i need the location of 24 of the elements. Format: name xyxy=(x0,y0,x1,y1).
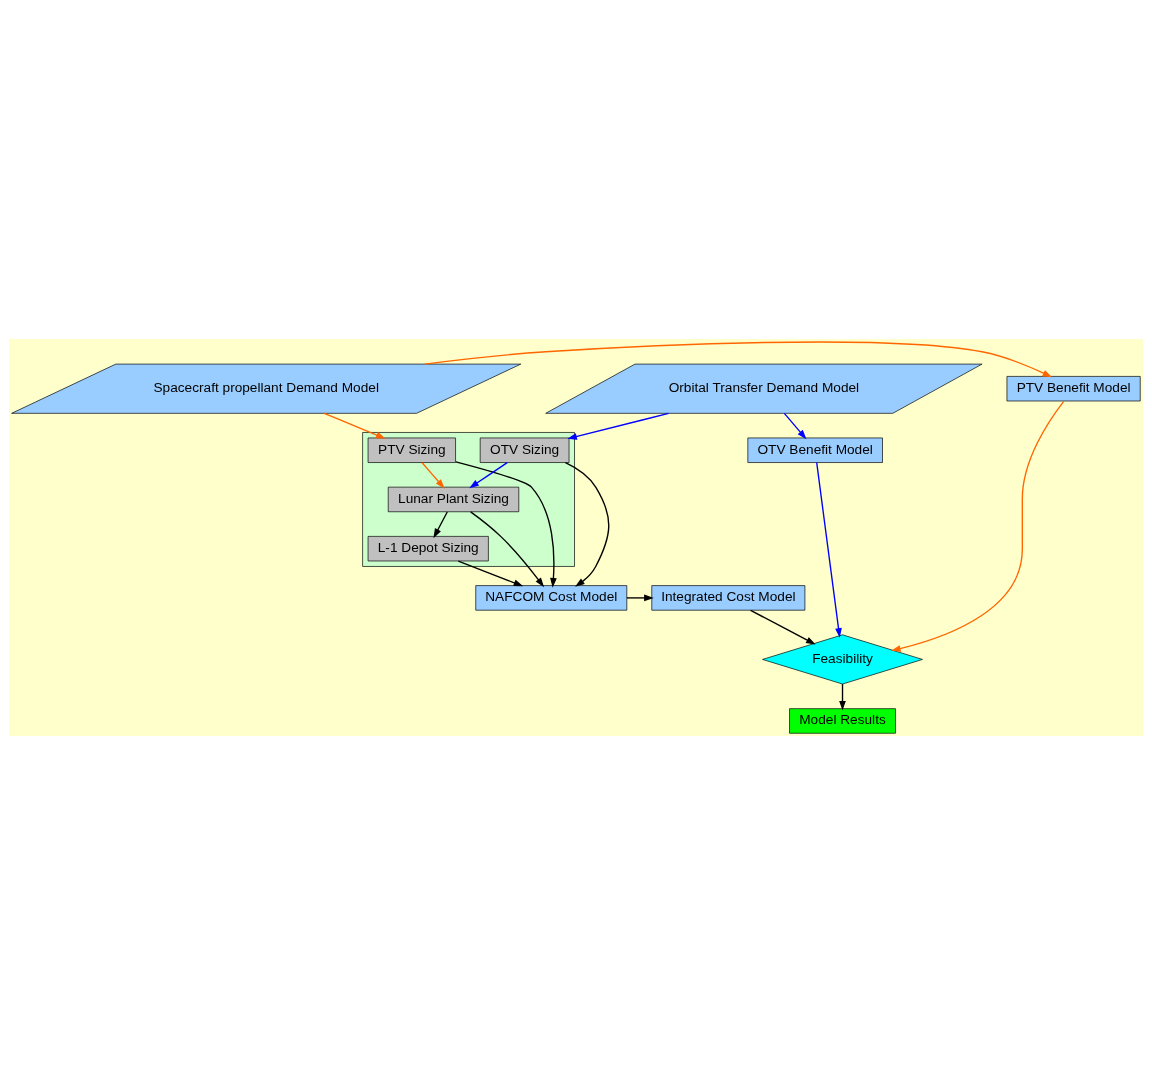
node-box: PTV Sizing xyxy=(367,437,456,463)
arrow xyxy=(891,400,1065,652)
arrow xyxy=(424,340,1053,377)
arrow xyxy=(323,412,386,439)
arrow xyxy=(626,594,654,601)
node-box: Lunar Plant Sizing xyxy=(387,486,520,512)
arrow xyxy=(469,510,545,587)
arrow xyxy=(421,461,445,489)
arrow xyxy=(564,461,610,587)
node-box: PTV Benefit Model xyxy=(1006,375,1141,401)
arrow xyxy=(783,412,807,439)
node-box: OTV Sizing xyxy=(479,437,570,463)
arrow xyxy=(816,461,842,638)
node-box: Integrated Cost Model xyxy=(651,584,806,611)
arrow xyxy=(433,510,448,538)
node-box: NAFCOM Cost Model xyxy=(475,584,628,611)
arrow xyxy=(567,412,670,440)
arrow xyxy=(469,461,508,488)
arrow xyxy=(457,559,524,586)
node-box: OTV Benefit Model xyxy=(747,437,883,463)
node-box: L-1 Depot Sizing xyxy=(367,535,489,561)
arrow xyxy=(455,460,557,588)
arrow xyxy=(749,609,816,645)
node-box: Model Results xyxy=(789,707,896,734)
